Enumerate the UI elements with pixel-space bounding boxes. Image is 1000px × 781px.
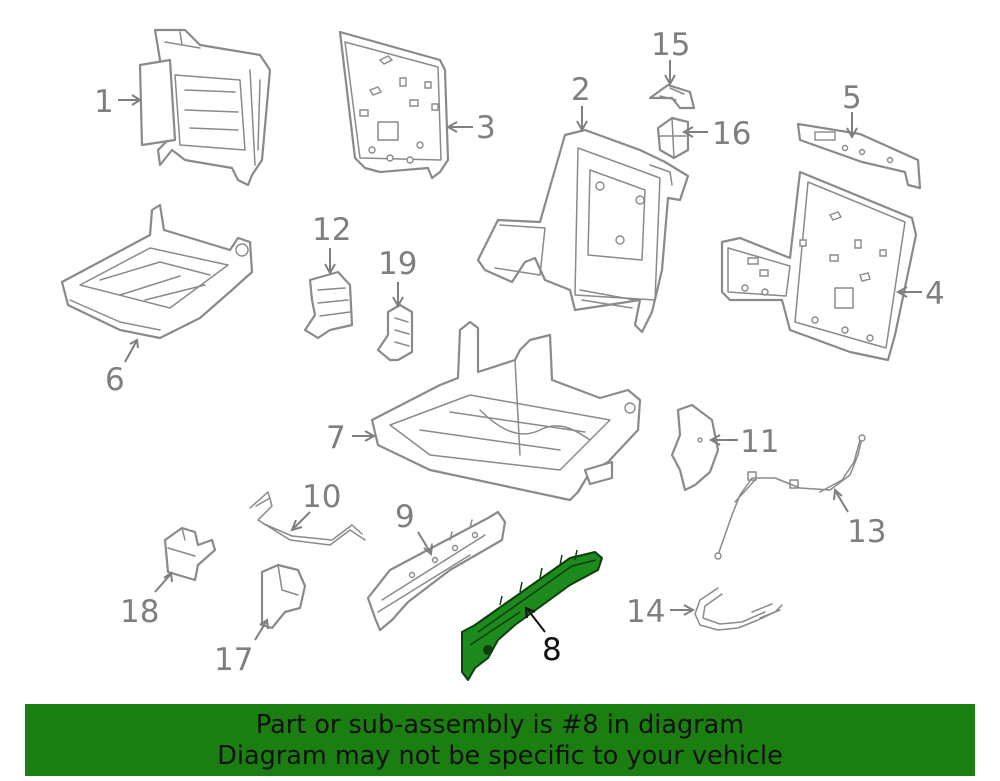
part-9-rail: [366, 510, 507, 632]
callout-11: 11: [740, 424, 779, 460]
callout-12: 12: [312, 212, 351, 248]
callout-14: 14: [626, 594, 665, 630]
banner-line-1: Part or sub-assembly is #8 in diagram: [255, 710, 745, 740]
callout-labels: 1 2 3 4 5 6 7 8 9 10 11 12 13 14 15 16 1…: [94, 27, 945, 678]
part-11-trim: [670, 403, 720, 492]
callout-15: 15: [651, 27, 690, 63]
part-5-strip: [796, 122, 922, 190]
parts-diagram: 1 2 3 4 5 6 7 8 9 10 11 12 13 14 15 16 1…: [60, 27, 945, 681]
part-19-cover: [376, 303, 414, 362]
callout-17: 17: [214, 642, 253, 678]
part-info-banner: Part or sub-assembly is #8 in diagram Di…: [25, 704, 975, 776]
part-16-bracket: [656, 116, 690, 160]
part-4-back-panel: [720, 170, 918, 362]
callout-6: 6: [105, 362, 125, 398]
part-3-back-panel: [338, 30, 450, 180]
part-2-center-frame: [476, 128, 690, 334]
part-7-seat-pan: [370, 320, 642, 502]
callout-8: 8: [542, 632, 562, 668]
callout-7: 7: [326, 420, 346, 456]
callout-2: 2: [571, 72, 591, 108]
callout-19: 19: [378, 246, 417, 282]
part-10-rod: [249, 491, 366, 546]
banner-line-2: Diagram may not be specific to your vehi…: [217, 741, 783, 771]
part-8-highlighted-rail: [461, 549, 603, 681]
callout-13: 13: [847, 514, 886, 550]
callout-4: 4: [925, 276, 945, 312]
callout-9: 9: [395, 499, 415, 535]
callout-3: 3: [476, 110, 496, 146]
callout-5: 5: [842, 80, 862, 116]
callout-leaders: [118, 60, 922, 641]
callout-10: 10: [302, 479, 341, 515]
part-6-cushion-frame: [60, 203, 254, 340]
part-1-seatback-frame: [138, 28, 272, 187]
callout-16: 16: [712, 116, 751, 152]
callout-1: 1: [94, 84, 114, 120]
callout-18: 18: [120, 594, 159, 630]
part-13-cable: [714, 434, 866, 560]
part-15-clip: [648, 83, 696, 110]
part-17-cover: [260, 563, 307, 630]
part-12-cover: [303, 270, 354, 340]
part-18-clip: [163, 526, 217, 582]
part-14-wire: [694, 587, 783, 631]
